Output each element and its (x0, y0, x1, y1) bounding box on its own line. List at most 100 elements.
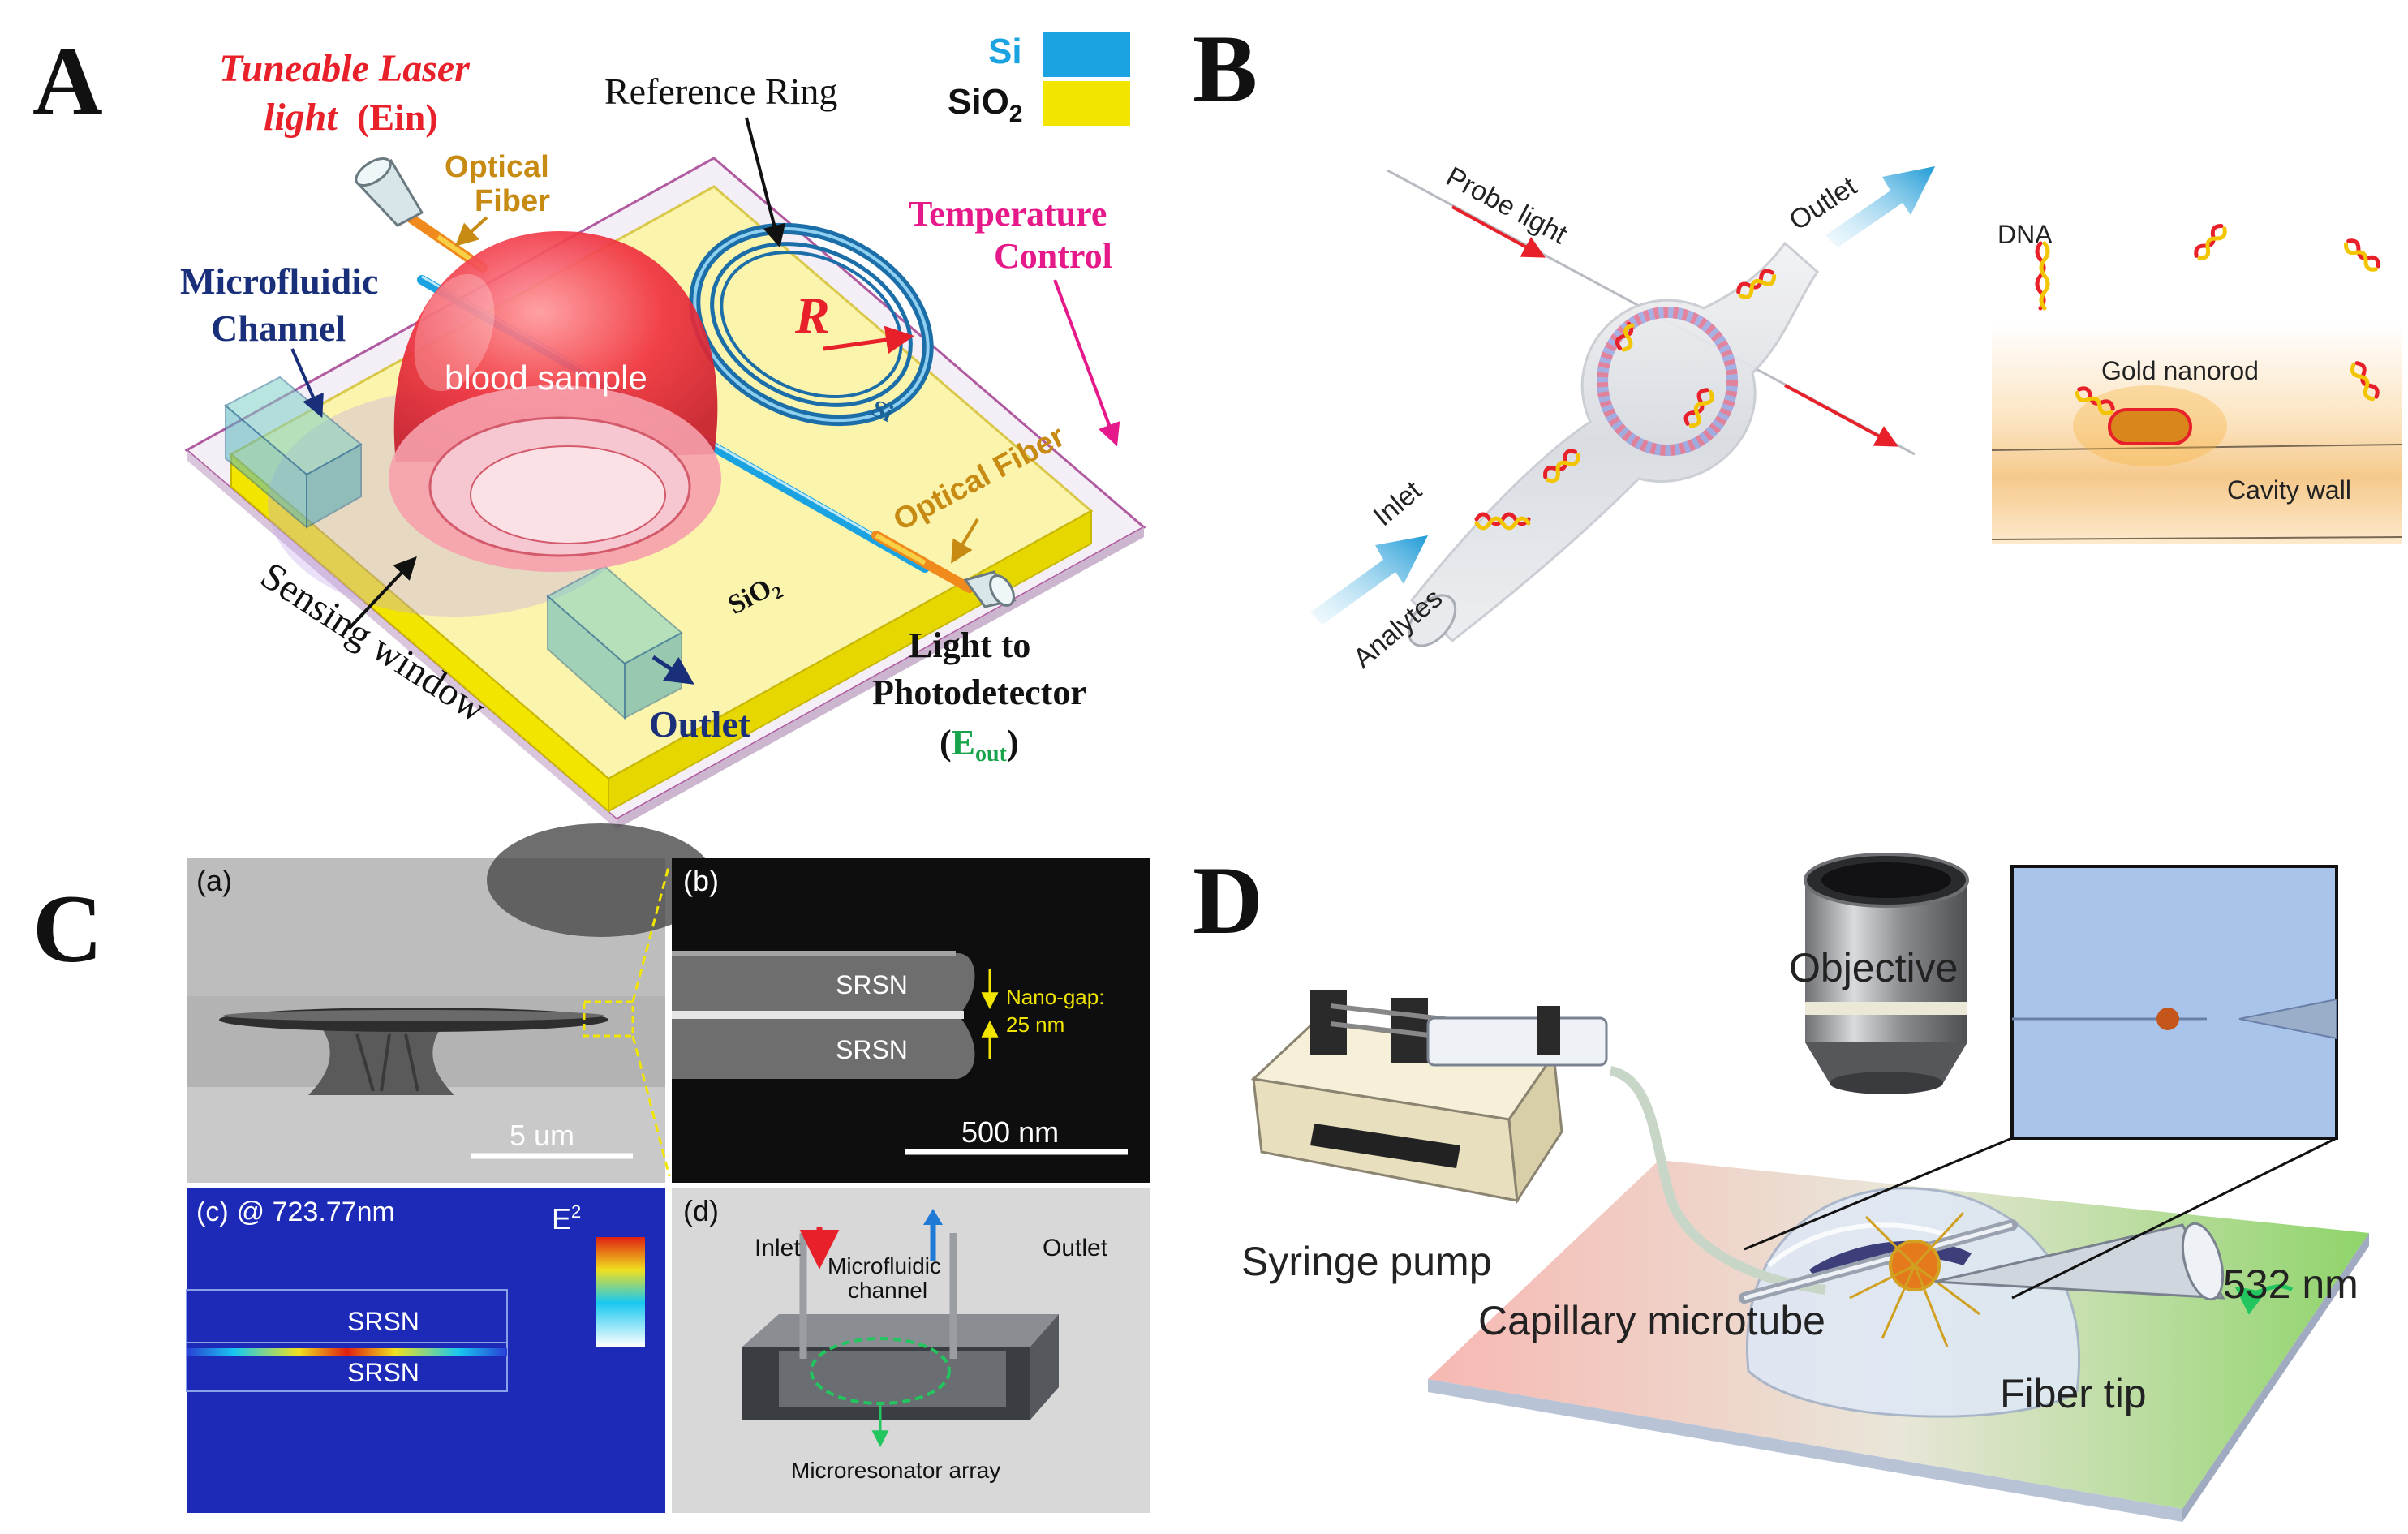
optical-fiber-in-pointer (454, 216, 488, 247)
chip-array-label: Microresonator array (791, 1458, 1000, 1483)
panel-a: A (32, 27, 1146, 829)
microfluidic-channel-inlet-box (224, 376, 363, 530)
optical-fiber-in-label-1: Optical (445, 150, 549, 184)
panel-a-letter: A (32, 27, 103, 135)
probe-light-arrow-in (1451, 205, 1546, 258)
nano-gap-label-2: 25 nm (1006, 1012, 1064, 1037)
syringe-pump-label: Syringe pump (1241, 1239, 1492, 1284)
sem-image-b: (b) SRSN SRSN Nano-gap: 25 nm 500 nm (672, 858, 1150, 1183)
chip-photo-d: (d) Inlet Outlet Microfluidic channel Mi… (672, 1188, 1150, 1513)
sem-a-scale: 5 um (510, 1119, 574, 1152)
light-to-label-1: Light to (909, 625, 1030, 665)
field-srsn-top: SRSN (347, 1307, 419, 1336)
colorbar-label: E2 (552, 1201, 581, 1235)
panel-c: C (a) 5 um (b) (32, 823, 1150, 1513)
outlet-flow-arrow (1825, 166, 1935, 247)
probe-light-arrow-out (1784, 384, 1898, 447)
objective-label: Objective (1789, 945, 1958, 990)
substrate-plate-edge-right (2182, 1233, 2369, 1522)
panel-b: B Probe light Outlet Inlet A (1193, 15, 2402, 674)
reference-ring-pointer (745, 117, 785, 248)
sensing-window-pointer (347, 556, 417, 630)
chip-inlet-label: Inlet (755, 1235, 801, 1261)
gold-nanorod-label: Gold nanorod (2101, 356, 2259, 385)
chip-outlet-label: Outlet (1043, 1235, 1108, 1261)
field-srsn-bottom: SRSN (347, 1358, 419, 1387)
chip-d-label: (d) (683, 1194, 719, 1227)
chip-channel-label-2: channel (848, 1278, 927, 1303)
sem-b-srsn-bottom: SRSN (836, 1035, 908, 1064)
syringe-pump (1250, 990, 1608, 1205)
microfluidic-label-1: Microfluidic (180, 260, 378, 302)
sem-b-srsn-top: SRSN (836, 970, 908, 999)
optical-fiber-in-label-2: Fiber (475, 184, 550, 218)
sem-b-scale: 500 nm (961, 1115, 1059, 1149)
legend-sio2-label: SiO2 (948, 82, 1022, 127)
inlet-flow-arrow (1310, 535, 1428, 625)
optical-fiber-out-pointer (951, 518, 979, 564)
panel-c-letter: C (32, 874, 103, 982)
temperature-pointer (1053, 279, 1120, 447)
radius-label: R (794, 286, 830, 344)
dna-strands-inset (2035, 224, 2380, 416)
laser-label-line1: Tuneable Laser (219, 47, 471, 90)
light-to-label-2: Photodetector (872, 672, 1086, 712)
wgm-ring-blue (1597, 307, 1738, 456)
panel-b-letter: B (1193, 15, 1258, 122)
wgm-ring (1597, 307, 1738, 456)
radius-arrow (823, 325, 914, 354)
legend-si-label: Si (988, 32, 1022, 71)
reference-ring-label: Reference Ring (604, 71, 837, 112)
gold-nanorod (2108, 408, 2192, 445)
fiber-tip-end (2181, 1222, 2225, 1301)
input-fiber-connector (355, 157, 424, 227)
capillary-microtube-label: Capillary microtube (1478, 1298, 1825, 1343)
panel-d-letter: D (1193, 846, 1263, 954)
dna-label: DNA (1997, 220, 2053, 249)
capillary-core (1744, 1222, 2013, 1300)
field-distribution-c: (c)@ 723.77nm E2 SRSN SRSN (186, 1188, 665, 1513)
capillary-tube (1409, 241, 1819, 642)
legend-sio2-swatch (1043, 81, 1130, 126)
laser-label-line2: light (264, 96, 338, 139)
microscope-inset (1744, 865, 2338, 1300)
base-plate-edge (187, 450, 617, 829)
wavelength-label: 532 nm (2223, 1261, 2359, 1307)
substrate-plate-edge (1428, 1379, 2182, 1522)
tubing (1609, 1066, 1826, 1295)
outlet-label: Outlet (649, 703, 751, 745)
reference-ring (689, 222, 934, 427)
blood-sample-dome (389, 231, 721, 572)
microfluidic-pointer (290, 348, 324, 419)
capillary-inlet-opening (1407, 594, 1457, 647)
nanorod-inset: DNA Gold nanorod Cavity wall (1991, 220, 2402, 544)
emission-rays (1849, 1211, 1980, 1347)
cavity-wall-label: Cavity wall (2227, 475, 2351, 505)
field-c-label: (c)@ 723.77nm (196, 1197, 395, 1227)
panel-d: D (1193, 846, 2369, 1522)
sem-b-label: (b) (683, 864, 719, 897)
colorbar (596, 1237, 645, 1347)
chip-channel-label-1: Microfluidic (828, 1253, 941, 1278)
microfluidic-label-2: Channel (211, 307, 346, 349)
outlet-arrow (651, 655, 694, 685)
dna-strands-tube (1474, 269, 1777, 531)
eout-label: (Eout) (940, 723, 1019, 767)
objective-lens (1804, 853, 1969, 1094)
nano-gap-label-1: Nano-gap: (1006, 985, 1104, 1009)
legend-si-swatch (1043, 32, 1130, 77)
blood-sample-label: blood sample (445, 359, 647, 397)
temperature-label-1: Temperature (909, 194, 1107, 234)
microfluidic-channel-outlet-box (546, 565, 683, 720)
droplet-highlight (1767, 1222, 1965, 1268)
inlet-label-b: Inlet (1368, 475, 1428, 532)
green-laser-arrow (2234, 1284, 2294, 1315)
sem-a-label: (a) (196, 864, 232, 897)
output-fiber-connector (963, 570, 1017, 608)
laser-ein-label: (Ein) (357, 97, 438, 138)
sem-image-a: (a) 5 um (187, 823, 714, 1183)
temperature-label-2: Control (994, 236, 1112, 276)
output-fiber-core (875, 533, 927, 565)
fiber-tip-label: Fiber tip (2000, 1371, 2147, 1416)
